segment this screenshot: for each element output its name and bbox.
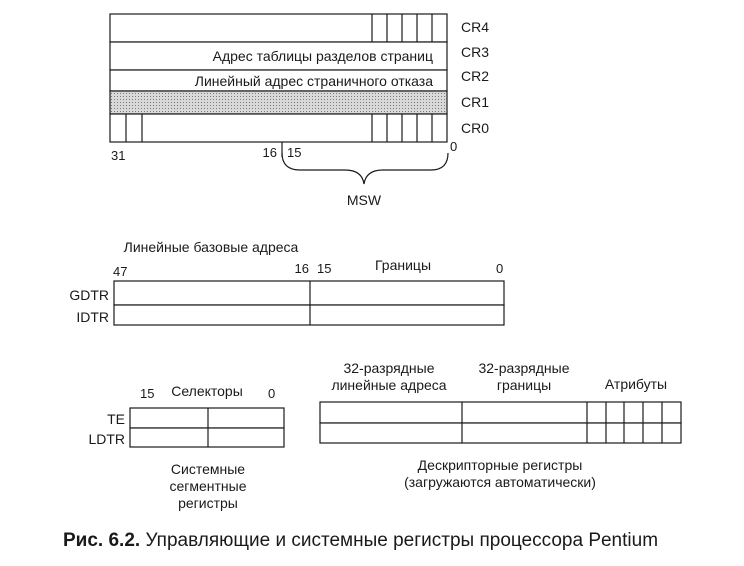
te-register [129, 407, 285, 429]
cr4-register [109, 13, 448, 43]
ldtr-register [129, 427, 285, 448]
seg-bit-15: 15 [140, 386, 154, 401]
descriptor-registers-block [319, 401, 682, 444]
figure-title: Управляющие и системные регистры процесс… [145, 530, 659, 551]
cr3-description: Адрес таблицы разделов страниц [213, 48, 433, 64]
descriptor-row-te [319, 401, 682, 424]
te-label: TE [107, 411, 125, 427]
tr-bit-47: 47 [113, 264, 127, 279]
tr-bit-16: 16 [295, 261, 309, 276]
ldtr-label: LDTR [88, 431, 125, 447]
system-segment-caption-line3: регистры [178, 495, 238, 511]
cr0-bit-cells [125, 114, 433, 142]
descriptor-caption-line1: Дескрипторные регистры [418, 457, 583, 473]
descriptor-caption-line2: (загружаются автоматически) [404, 474, 596, 490]
segment-registers-block [129, 407, 285, 448]
cr-bit-16: 16 [263, 145, 277, 160]
control-registers-block [109, 13, 449, 185]
cr3-register [109, 41, 448, 71]
cr3-label: CR3 [461, 44, 489, 60]
gdtr-register [113, 280, 505, 306]
tr-bit-0: 0 [496, 261, 503, 276]
idtr-register [113, 304, 505, 326]
descriptor-base-header-line2: линейные адреса [331, 377, 446, 393]
cr2-description: Линейный адрес страничного отказа [195, 73, 433, 89]
figure-number: Рис. 6.2. [63, 530, 141, 551]
cr2-label: CR2 [461, 68, 489, 84]
descriptor-base-header-line1: 32-разрядные [343, 360, 434, 376]
tr-bit-15: 15 [317, 261, 331, 276]
table-registers-block [113, 280, 505, 326]
cr4-bit-cells [371, 14, 433, 42]
cr-bit-31: 31 [111, 148, 125, 163]
seg-bit-0: 0 [268, 386, 275, 401]
idtr-label: IDTR [76, 309, 109, 325]
cr1-register [109, 90, 448, 115]
system-segment-caption-line2: сегментные [169, 478, 246, 494]
cr0-label: CR0 [461, 120, 489, 136]
figure-caption: Рис. 6.2. Управляющие и системные регист… [63, 530, 723, 552]
msw-label: MSW [347, 192, 382, 208]
cr-bit-0: 0 [450, 139, 457, 154]
cr-bit-15: 15 [287, 145, 301, 160]
system-segment-caption-line1: Системные [171, 461, 245, 477]
selectors-label: Селекторы [171, 383, 243, 399]
descriptor-limit-header-line2: границы [497, 377, 551, 393]
descriptor-row-ldtr [319, 422, 682, 444]
gdtr-label: GDTR [69, 287, 109, 303]
descriptor-attribute-cells [586, 402, 663, 443]
cr4-label: CR4 [461, 19, 489, 35]
limits-label: Границы [375, 257, 431, 273]
msw-brace [281, 152, 449, 185]
linear-base-address-label: Линейные базовые адреса [124, 239, 299, 255]
cr1-label: CR1 [461, 94, 489, 110]
descriptor-limit-header-line1: 32-разрядные [478, 360, 569, 376]
descriptor-attributes-header: Атрибуты [605, 376, 667, 392]
cr0-register [109, 113, 448, 143]
